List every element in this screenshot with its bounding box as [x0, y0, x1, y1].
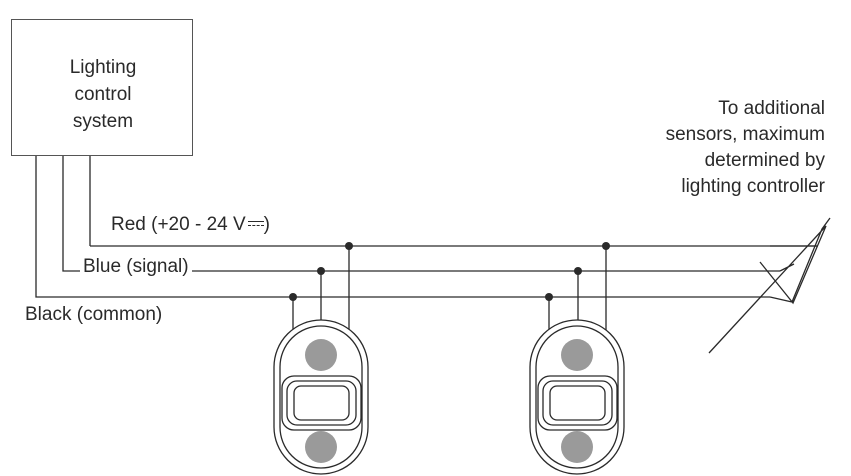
note-line: determined by — [704, 150, 825, 171]
blue-wire-label: Blue (signal) — [80, 256, 192, 278]
junction-dot — [317, 267, 325, 275]
junction-dot — [545, 293, 553, 301]
dc-voltage-symbol-icon — [247, 220, 264, 228]
red-wire-label: Red (+20 - 24 V) — [108, 214, 273, 236]
note-line: lighting controller — [681, 176, 825, 197]
occupancy-sensor-icon — [529, 319, 625, 475]
break-line — [708, 217, 831, 354]
note-line: sensors, maximum — [665, 124, 825, 145]
note-line: To additional — [718, 98, 825, 119]
additional-sensors-note: To additional sensors, maximum determine… — [585, 96, 825, 200]
black-wire-label: Black (common) — [25, 304, 163, 325]
red-wire-label-text: Red (+20 - 24 V — [111, 214, 246, 235]
junction-dot — [602, 242, 610, 250]
controller-label-line: control — [74, 84, 132, 105]
junction-dot — [289, 293, 297, 301]
red-wire-label-close: ) — [263, 214, 270, 235]
black-wire-drop — [35, 156, 770, 298]
controller-label-line: system — [72, 111, 134, 132]
junction-dot — [345, 242, 353, 250]
junction-dot — [574, 267, 582, 275]
occupancy-sensor-icon — [273, 319, 369, 475]
lighting-control-box: Lighting control system — [11, 19, 193, 156]
controller-label-line: Lighting — [69, 57, 137, 78]
controller-label: Lighting control system — [38, 54, 168, 135]
